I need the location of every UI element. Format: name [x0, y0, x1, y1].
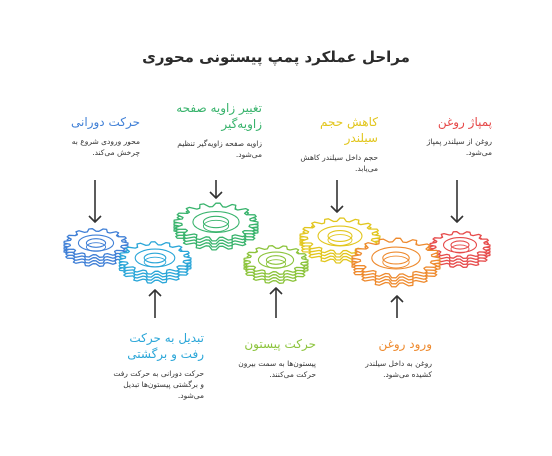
gear-red [429, 230, 491, 269]
step-rotation-title: حرکت دورانی [71, 115, 140, 129]
step-volume: کاهش حجم سیلندر حجم داخل سیلندر کاهش می‌… [290, 114, 378, 174]
step-rotation: حرکت دورانی محور ورودی شروع به چرخش می‌ک… [56, 114, 140, 158]
arrow-conversion-icon [148, 289, 162, 318]
step-volume-title: کاهش حجم سیلندر [320, 115, 378, 145]
step-piston: حرکت پیستون پیستون‌ها به سمت بیرون حرکت … [230, 336, 316, 380]
step-output: پمپاژ روغن روغن از سیلندر پمپاژ می‌شود. [408, 114, 492, 158]
arrow-output-icon [450, 180, 464, 223]
step-intake-title: ورود روغن [378, 337, 432, 351]
arrow-swashplate-icon [209, 180, 223, 199]
diagram-title: مراحل عملکرد پمپ پیستونی محوری [142, 48, 410, 66]
arrow-intake-icon [390, 295, 404, 318]
step-swashplate-text: زاویه صفحه زاویه‌گیر تنظیم می‌شود. [177, 139, 262, 159]
gear-yellow [299, 217, 381, 264]
arrow-rotation-icon [88, 180, 102, 223]
step-intake: ورود روغن روغن به داخل سیلندر کشیده می‌ش… [348, 336, 432, 380]
step-swashplate-title: تغییر زاویه صفحه زاویه‌گیر [176, 101, 262, 131]
step-swashplate: تغییر زاویه صفحه زاویه‌گیر زاویه صفحه زا… [172, 100, 262, 160]
step-piston-title: حرکت پیستون [244, 337, 316, 351]
step-intake-text: روغن به داخل سیلندر کشیده می‌شود. [365, 359, 432, 379]
step-output-title: پمپاژ روغن [437, 115, 492, 129]
step-rotation-text: محور ورودی شروع به چرخش می‌کند. [71, 137, 140, 157]
gear-lime [243, 245, 309, 284]
gear-blue [63, 228, 129, 267]
gear-cyan [118, 241, 192, 284]
arrow-piston-icon [269, 287, 283, 318]
step-output-text: روغن از سیلندر پمپاژ می‌شود. [426, 137, 492, 157]
gear-green [173, 202, 259, 251]
step-piston-text: پیستون‌ها به سمت بیرون حرکت می‌کنند. [238, 359, 316, 379]
step-conversion-text: حرکت دورانی به حرکت رفت و برگشتی پیستون‌… [113, 369, 204, 400]
gear-orange [351, 237, 441, 288]
step-conversion: تبدیل به حرکت رفت و برگشتی حرکت دورانی ب… [112, 330, 204, 401]
step-conversion-title: تبدیل به حرکت رفت و برگشتی [127, 331, 204, 361]
step-volume-text: حجم داخل سیلندر کاهش می‌یابد. [300, 153, 378, 173]
arrow-volume-icon [330, 180, 344, 213]
